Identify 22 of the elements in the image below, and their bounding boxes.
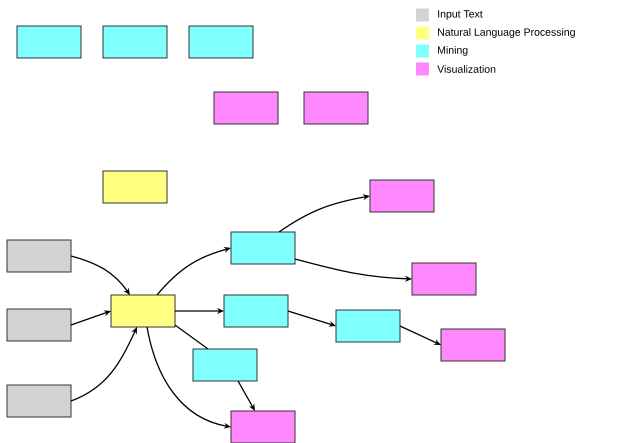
process-box [6,240,72,272]
process-box [102,170,168,204]
process-box [440,328,506,362]
process-box [336,309,400,342]
legend-label: Visualization [437,65,496,73]
process-box [188,25,254,58]
process-box [102,25,168,58]
process-box [6,308,72,342]
process-box [214,92,278,124]
legend-label: Input Text [438,10,483,20]
legend-label: Natural Language Processing [438,28,575,38]
legend-label: Mining [438,46,468,56]
process-box [192,348,258,382]
process-box [304,92,368,124]
process-box [412,262,476,296]
process-box [110,294,176,328]
process-box [230,231,296,264]
process-box [224,294,288,328]
process-box [6,384,72,418]
process-box [16,25,82,58]
process-box [230,410,296,443]
process-box [370,180,434,212]
